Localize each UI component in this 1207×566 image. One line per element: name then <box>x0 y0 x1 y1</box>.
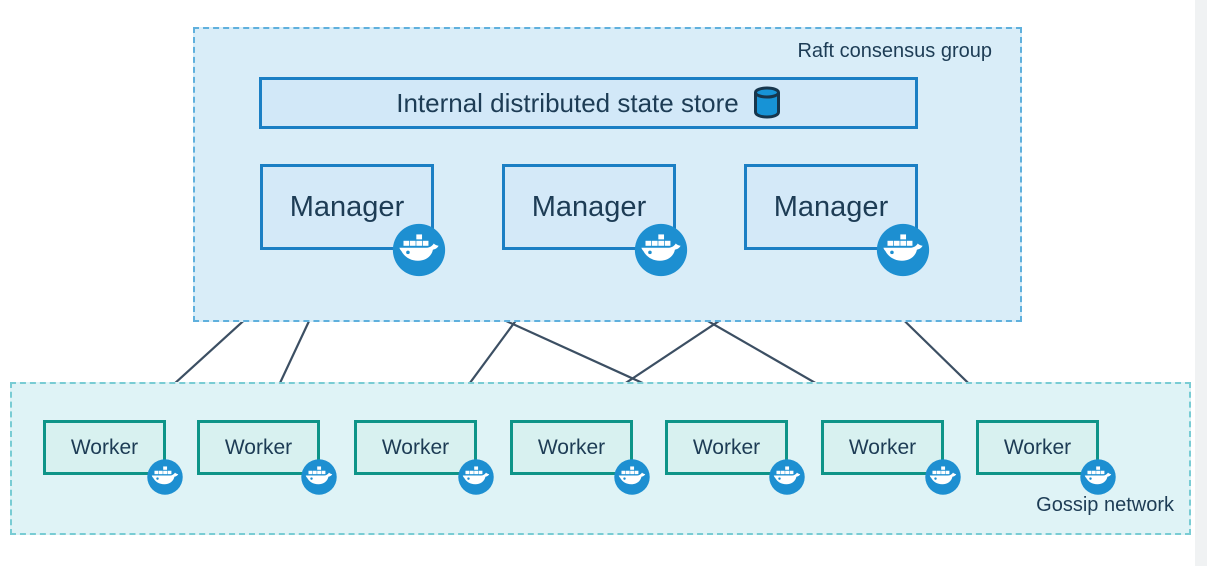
window-edge-strip <box>1195 0 1207 566</box>
worker-label: Worker <box>224 435 293 459</box>
worker-label: Worker <box>692 435 761 459</box>
worker-node-7: Worker <box>976 420 1116 495</box>
manager-label: Manager <box>531 190 647 223</box>
worker-node-4: Worker <box>510 420 650 495</box>
manager-node-2: Manager <box>502 164 688 277</box>
worker-label: Worker <box>70 435 139 459</box>
worker-node-1: Worker <box>43 420 183 495</box>
worker-node-5: Worker <box>665 420 805 495</box>
state-store-box: Internal distributed state store <box>259 77 918 129</box>
worker-label: Worker <box>848 435 917 459</box>
worker-label: Worker <box>381 435 450 459</box>
manager-label: Manager <box>773 190 889 223</box>
worker-label: Worker <box>537 435 606 459</box>
worker-node-3: Worker <box>354 420 494 495</box>
worker-label: Worker <box>1003 435 1072 459</box>
manager-label: Manager <box>289 190 405 223</box>
gossip-group-label: Gossip network <box>1036 494 1174 516</box>
database-cylinder-icon <box>753 86 780 119</box>
worker-node-2: Worker <box>197 420 337 495</box>
worker-node-6: Worker <box>821 420 961 495</box>
manager-node-3: Manager <box>744 164 930 277</box>
raft-group-label: Raft consensus group <box>797 40 992 62</box>
manager-node-1: Manager <box>260 164 446 277</box>
state-store-label: Internal distributed state store <box>396 87 739 118</box>
